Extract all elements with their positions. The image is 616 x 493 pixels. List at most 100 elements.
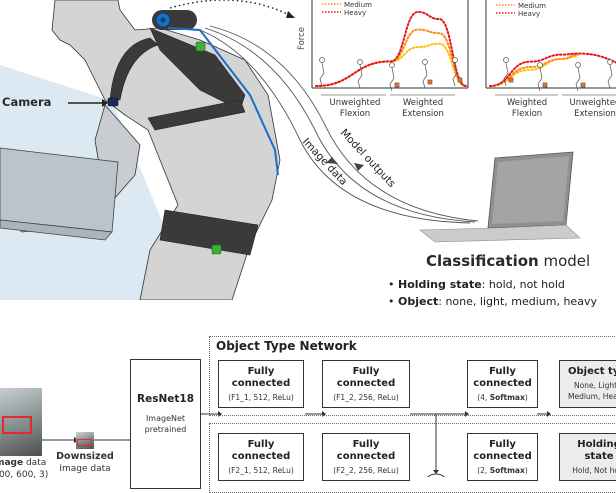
load-box-icon — [427, 79, 433, 85]
phase-label: Weighted Flexion — [506, 98, 548, 119]
raw-camera-image — [0, 388, 42, 456]
lifting-figure-icon — [575, 62, 586, 92]
fc-title-line1: Fully — [247, 439, 275, 450]
fc-spec-pre: (4, — [477, 393, 490, 402]
force-charts: Force Medium Heavy Medium Heavy — [297, 0, 616, 96]
chart-1-phase-2-label: Weighted Extension — [390, 98, 456, 120]
image-data-label: Image data — [300, 136, 350, 188]
bullet-key: Holding state — [398, 278, 482, 291]
raw-image-label-rest: data — [23, 458, 47, 468]
legend-medium: Medium — [518, 2, 546, 10]
bullet-key: Object — [398, 295, 439, 308]
model-word: model — [538, 252, 591, 270]
detected-box-overlay — [77, 439, 92, 446]
fc-spec-activation: Softmax — [489, 466, 525, 475]
imu-sensor-thigh — [211, 244, 222, 255]
fc-spec: (2, Softmax) — [468, 465, 537, 476]
camera-label: Camera — [2, 95, 52, 109]
legend-heavy: Heavy — [344, 9, 366, 17]
fc-f2-2-block: Fully connected (F2_2, 256, ReLu) — [322, 433, 410, 481]
imu-sensor-back — [195, 41, 206, 52]
fc-title-line1: Fully — [352, 366, 380, 377]
model-outputs-arrowhead — [354, 163, 364, 171]
object-bullet: • Object: none, light, medium, heavy — [388, 295, 597, 308]
actuator-motor — [152, 10, 197, 30]
lifting-figure-icon — [503, 57, 514, 87]
classification-word: Classification — [426, 252, 539, 270]
object-type-output-block: Object type None, Light, Medium, Heavy — [559, 360, 616, 408]
fc-title-line2: connected — [473, 451, 532, 462]
exosuit-illustration: Model outputs Image data — [0, 0, 581, 300]
fc-title-line1: Fully — [352, 439, 380, 450]
chart-1-ylabel: Force — [297, 27, 307, 50]
output-line1: None, Light, — [574, 381, 616, 390]
resnet18-block: ResNet18 ImageNet pretrained — [130, 359, 201, 489]
lifting-figure-icon — [357, 59, 363, 89]
fc-title-line2: connected — [336, 378, 396, 389]
lifting-figure-icon — [607, 59, 613, 89]
data-flow-lines — [199, 25, 479, 224]
fc-spec: (F1_1, 512, ReLu) — [228, 393, 294, 402]
output-line2: Medium, Heavy — [568, 392, 616, 401]
fc-spec-post: ) — [524, 466, 528, 475]
fc-title-line1: Fully — [247, 366, 275, 377]
object-type-network-frame — [209, 336, 616, 416]
carried-box — [0, 147, 119, 241]
fc-spec-activation: Softmax — [489, 393, 525, 402]
lifting-figure-icon — [537, 62, 548, 92]
fc-title-line1: Fully — [489, 439, 516, 450]
fc-spec: (4, Softmax) — [468, 392, 537, 403]
fc-title-line2: connected — [231, 378, 291, 389]
fc-f2-1-block: Fully connected (F2_1, 512, ReLu) — [218, 433, 304, 481]
series-heavy-line — [489, 52, 616, 87]
chart-2: Medium Heavy — [485, 0, 616, 96]
chart-1-phase-1-label: Unweighted Flexion — [322, 98, 388, 120]
fc-holding-softmax-block: Fully connected (2, Softmax) — [467, 433, 538, 481]
object-type-network-title: Object Type Network — [216, 339, 357, 353]
bowden-cable — [167, 27, 279, 176]
fc-title-line2: connected — [336, 451, 396, 462]
fc-f1-1-block: Fully connected (F1_1, 512, ReLu) — [218, 360, 304, 408]
holding-state-output-block: Holding state Hold, Not hold — [559, 433, 616, 481]
exosuit-harness — [109, 27, 259, 256]
lifting-figure-icon — [319, 57, 325, 87]
classification-model-title: Classification model — [426, 252, 590, 270]
fc-spec-post: ) — [524, 393, 528, 402]
load-box-icon — [580, 82, 586, 88]
output-title-line1: Holding — [577, 439, 616, 450]
chart-2-phase-2-label: Unweighted Extension — [562, 98, 616, 120]
lifting-figure-icon — [422, 59, 433, 89]
series-medium-line — [315, 28, 467, 87]
camera-device — [107, 97, 119, 107]
bullet-value: : hold, not hold — [481, 278, 565, 291]
chart-1-legend: Medium Heavy — [322, 1, 372, 17]
chart-2-phase-1-label: Weighted Flexion — [496, 98, 558, 120]
fc-title-line1: Fully — [489, 366, 516, 377]
detected-box-overlay — [2, 416, 32, 434]
fc-spec: (F2_2, 256, ReLu) — [333, 466, 399, 475]
fc-title-line2: connected — [473, 378, 532, 389]
arc-arrowhead — [286, 11, 295, 18]
resnet18-sub1: ImageNet — [145, 414, 186, 423]
chart-1: Force Medium Heavy — [297, 0, 469, 96]
fc-spec: (F1_2, 256, ReLu) — [333, 393, 399, 402]
chart-2-legend: Medium Heavy — [496, 2, 546, 18]
raw-image-label: Image data — [0, 457, 56, 469]
load-box-icon — [457, 77, 463, 83]
camera-pointer-arrowhead — [102, 99, 108, 107]
resnet18-sub2: pretrained — [144, 425, 187, 434]
lifting-figure-icon — [452, 57, 463, 87]
load-box-icon — [508, 77, 514, 83]
downsized-title: Downsized — [56, 451, 114, 462]
output-title-line2: state — [584, 451, 614, 462]
legend-heavy: Heavy — [518, 10, 540, 18]
lifting-figure-icon — [389, 62, 400, 92]
phase-label: Unweighted Flexion — [329, 98, 381, 119]
output-line1: Hold, Not hold — [572, 466, 616, 475]
holding-state-bullet: • Holding state: hold, not hold — [388, 278, 565, 291]
fc-object-softmax-block: Fully connected (4, Softmax) — [467, 360, 538, 408]
image-data-arrowhead — [326, 157, 338, 164]
phase-label: Weighted Extension — [402, 98, 444, 119]
phase-label: Unweighted Extension — [569, 98, 616, 119]
downsized-sub: Image data — [59, 464, 111, 474]
